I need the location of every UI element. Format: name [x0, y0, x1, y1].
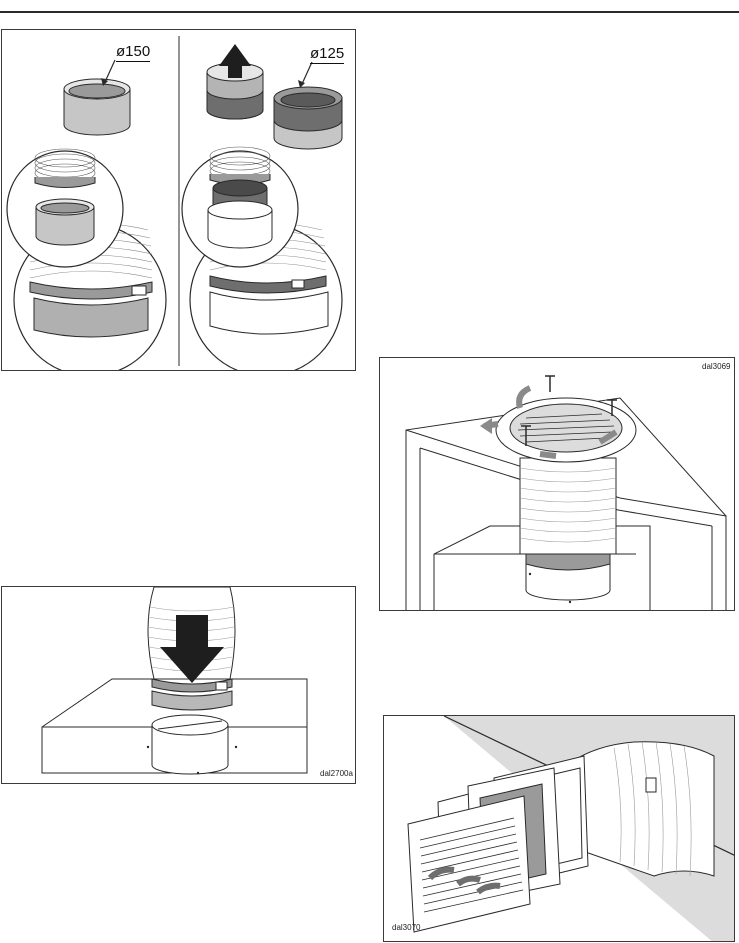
figure-code: dal2700a: [320, 769, 353, 778]
figure-duct-adapters: ø150 ø125: [1, 29, 356, 371]
diameter-label-125: ø125: [310, 46, 344, 64]
figure-wall-grille: dal3070: [383, 715, 735, 942]
diameter-label-150: ø150: [116, 44, 150, 62]
leader-line-150: [105, 60, 115, 82]
hose-clamp-screw: [132, 286, 146, 295]
figure-roof-outlet: dal3069: [379, 357, 735, 611]
detail-circle-right: [182, 147, 298, 267]
leader-line-125: [302, 62, 312, 84]
ring-150-illustration: [64, 79, 130, 135]
figure-code: dal3069: [702, 362, 730, 371]
ring-125-illustration: [274, 87, 342, 149]
figure-duct-mount: dal2700a: [1, 586, 356, 784]
duct-mount-illustration: [2, 587, 356, 784]
detail-circle-left: [7, 149, 123, 267]
figure-code: dal3070: [392, 923, 420, 932]
roof-outlet-illustration: [380, 358, 735, 611]
duct-adapters-illustration: [2, 30, 356, 371]
header-rule: [0, 11, 739, 13]
airflow-arrow-icon: [540, 454, 556, 456]
hose-clamp-screw: [292, 280, 304, 288]
wall-grille-illustration: [384, 716, 735, 942]
